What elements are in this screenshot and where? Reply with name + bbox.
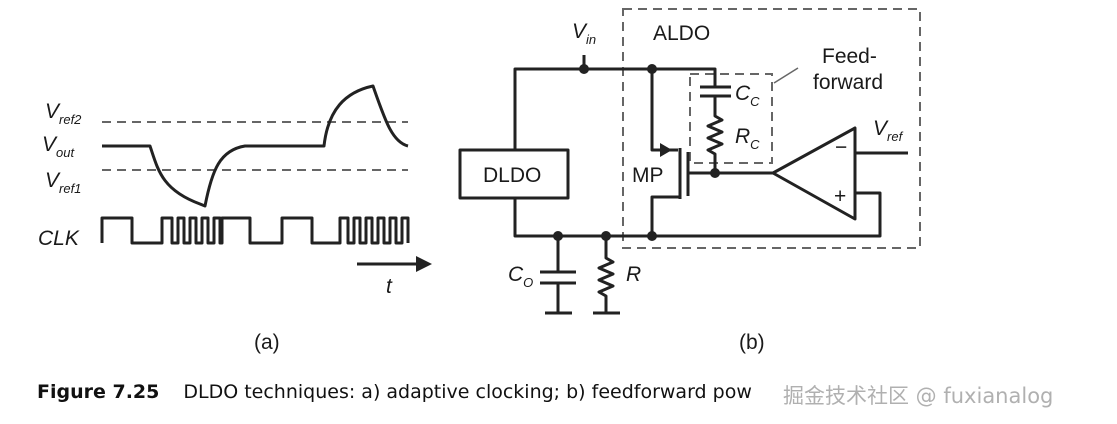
feedforward-label-1: Feed- [822, 45, 877, 68]
vout-label: Vout [42, 133, 75, 160]
vref1-label: Vref1 [45, 169, 81, 196]
minus-label: − [835, 136, 847, 159]
rc-label: RC [735, 125, 760, 152]
mp-drain [650, 195, 680, 236]
aldo-boundary [622, 8, 921, 249]
junction-dots [553, 64, 720, 241]
figure-number: Figure 7.25 [37, 381, 160, 403]
vin-label: Vin [572, 20, 596, 47]
r-label: R [626, 263, 641, 286]
r-load-resistor [593, 236, 620, 315]
vref2-label: Vref2 [45, 100, 82, 127]
figure-caption: Figure 7.25 DLDO techniques: a) adaptive … [37, 381, 752, 403]
clk-waveform [100, 216, 410, 245]
dldo-label: DLDO [483, 164, 541, 187]
rc-resistor [706, 96, 724, 173]
feedforward-leader [773, 67, 799, 84]
vin-rail [513, 67, 717, 150]
vout-waveform [102, 84, 409, 208]
cc-label: CC [735, 82, 760, 109]
output-rail [513, 191, 882, 238]
mp-source [650, 69, 678, 152]
panel-b-tag: (b) [739, 331, 765, 354]
plus-label: + [834, 185, 846, 208]
feedforward-boundary [689, 73, 773, 164]
clk-label: CLK [38, 227, 80, 250]
caption-text: DLDO techniques: a) adaptive clocking; b… [183, 381, 752, 403]
panel-b-circuit: Vin ALDO Feed- forward CC RC Vref − + DL… [458, 8, 921, 354]
co-label: CO [508, 263, 533, 290]
feedforward-label-2: forward [813, 71, 883, 94]
watermark: 掘金技术社区 @ fuxianalog [783, 384, 1054, 408]
vref-label: Vref [873, 117, 904, 144]
arrow-head-icon [416, 256, 432, 272]
panel-a-timing: Vref2 Vout Vref1 CLK t (a) [38, 84, 432, 354]
panel-a-tag: (a) [254, 331, 280, 354]
aldo-label: ALDO [653, 22, 710, 45]
mp-label: MP [632, 164, 664, 187]
error-amplifier [771, 126, 857, 221]
co-capacitor [540, 236, 576, 315]
mp-arrow-icon [660, 143, 672, 157]
time-label: t [386, 275, 393, 298]
